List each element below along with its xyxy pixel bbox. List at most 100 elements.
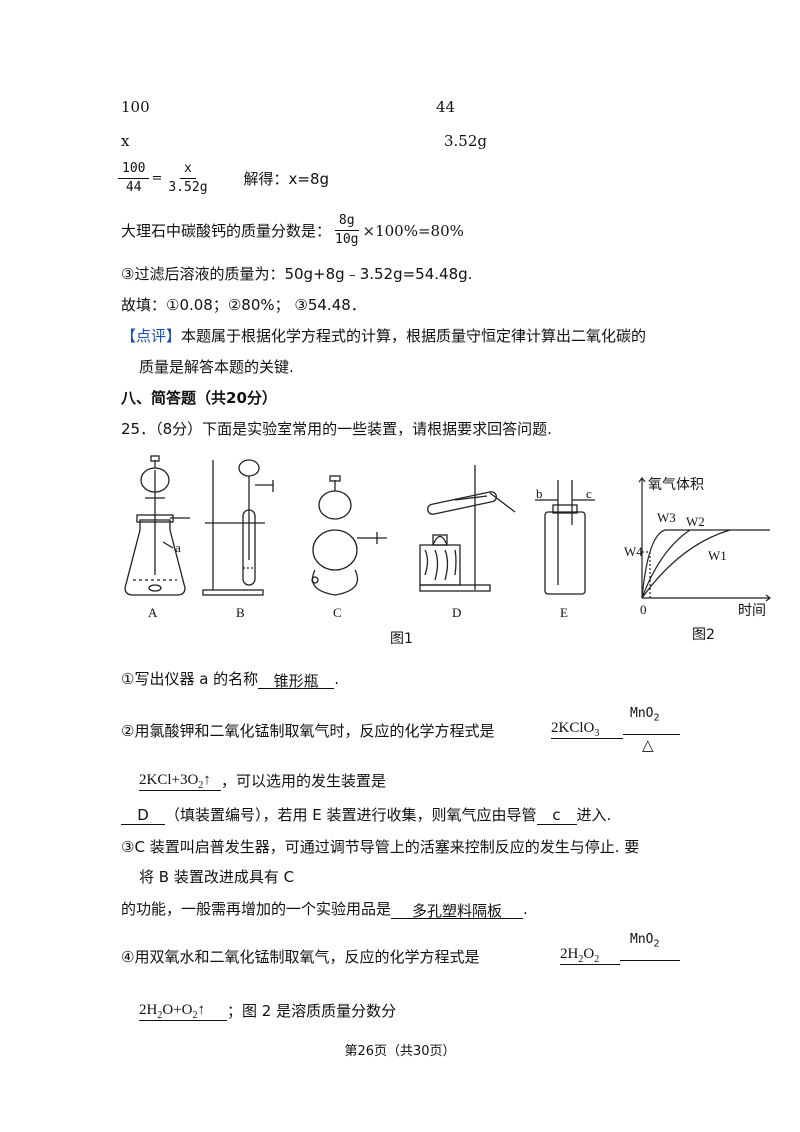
frac1-numerator: 100 <box>118 160 150 179</box>
fraction-8g-10g: 8g 10g <box>331 212 362 249</box>
part1-answer: 锥形瓶 <box>258 670 335 690</box>
part4-eq-right-blank: 2H2O+O2↑ <box>139 1002 227 1021</box>
part3-end: . <box>523 900 528 918</box>
part2-device-note: （填装置编号），若用 E 装置进行收集，则氧气应由导管 <box>165 806 537 824</box>
part4-eq-right-text: 2H <box>139 1002 158 1018</box>
part4-reaction-arrow-line <box>620 960 680 961</box>
part4-catalyst-sub: 2 <box>653 938 660 950</box>
part2-catalyst-sub: 2 <box>653 712 660 724</box>
answers-line: 故填：①0.08；②80%； ③54.48． <box>121 296 366 314</box>
part3-prefix: 的功能，一般需再增加的一个实验用品是 <box>121 900 392 918</box>
review-line1: 本题属于根据化学方程式的计算，根据质量守恒定律计算出二氧化碳的 <box>181 327 647 345</box>
part3-answer: 多孔塑料隔板 <box>391 900 524 920</box>
apparatus-a-drawing <box>124 455 190 596</box>
part4-line1: ④用双氧水和二氧化锰制取氧气，反应的化学方程式是 <box>121 946 479 967</box>
section-title: 八、简答题（共20分） <box>121 389 277 407</box>
review-tag: 【点评】 <box>121 327 182 345</box>
part2-after: ，可以选用的发生装置是 <box>221 772 387 790</box>
part2-catalyst: MnO2 <box>630 706 660 724</box>
part1-prefix: ①写出仪器 a 的名称 <box>121 670 259 688</box>
graph-y-arrow <box>638 477 646 483</box>
part2-end: 进入. <box>576 806 612 824</box>
part4-after: ；图 2 是溶质质量分数分 <box>227 1002 397 1020</box>
proportion-equation: 100 44 = x 3.52g 解得：x=8g <box>118 160 329 197</box>
question-25-stem: 25．（8分）下面是实验室常用的一些装置，请根据要求回答问题. <box>121 420 552 438</box>
filtered-solution-line: ③过滤后溶液的质量为：50g+8g﹣3.52g=54.48g. <box>121 265 473 283</box>
apparatus-b-drawing <box>202 459 274 596</box>
part2-reaction-arrow-line <box>623 734 680 735</box>
part1-line: ①写出仪器 a 的名称锥形瓶. <box>121 668 339 690</box>
calc-row2-right: 3.52g <box>444 132 488 150</box>
label-apparatus-e: E <box>560 605 568 620</box>
label-curve-w4: W4 <box>624 544 643 559</box>
label-curve-w1: W1 <box>708 548 727 563</box>
part4-eq-left-text: 2H <box>560 946 579 962</box>
mass-fraction-line: 大理石中碳酸钙的质量分数是： 8g 10g ×100%=80% <box>121 212 464 249</box>
part2-device-answer: D <box>121 806 165 825</box>
label-apparatus-c: C <box>333 605 342 620</box>
label-tube-c: c <box>586 486 592 501</box>
mf-numerator: 8g <box>334 212 359 231</box>
apparatus-c-drawing <box>311 475 387 596</box>
review-line2: 质量是解答本题的关键. <box>139 358 294 376</box>
frac2-numerator: x <box>180 160 196 179</box>
label-curve-w2: W2 <box>686 514 705 529</box>
part2-equation-left: 2KClO3 <box>551 720 623 739</box>
label-curve-w3: W3 <box>657 510 676 525</box>
frac1-denominator: 44 <box>125 180 142 195</box>
curve-w2 <box>641 529 691 599</box>
equals-sign: = <box>151 171 163 186</box>
part2-arrow: ↑ <box>203 772 211 788</box>
part2-eq-right-text: 2KCl+3O <box>139 772 199 788</box>
part2-eq-left-text: 2KClO <box>551 720 595 736</box>
part3-line1: ③C 装置叫启普发生器，可通过调节导管上的活塞来控制反应的发生与停止. 要 <box>121 838 640 856</box>
figure1-caption: 图1 <box>390 631 413 647</box>
part2-eq-right-sub: 2 <box>198 780 204 791</box>
label-apparatus-d: D <box>452 605 462 620</box>
part2-tube-answer: c <box>536 806 577 825</box>
part4-eq-left-sub1: 2 <box>578 954 584 965</box>
figure2-caption: 图2 <box>692 627 715 643</box>
graph-x-label: 时间 <box>738 603 766 619</box>
fraction-100-44: 100 44 <box>118 160 150 197</box>
part2-prefix: ②用氯酸钾和二氧化锰制取氧气时，反应的化学方程式是 <box>121 722 495 740</box>
graph-x-arrow <box>765 594 771 602</box>
part3-line2: 将 B 装置改进成具有 C <box>139 868 295 886</box>
mf-denominator: 10g <box>335 232 359 247</box>
apparatus-e-drawing <box>535 480 595 595</box>
part2-heat: △ <box>642 736 654 754</box>
part3-line3: 的功能，一般需再增加的一个实验用品是多孔塑料隔板. <box>121 898 528 920</box>
part4-equation-left: 2H2O2 <box>560 946 620 965</box>
page-footer: 第26页（共30页） <box>344 1044 456 1059</box>
part4-prefix: ④用双氧水和二氧化锰制取氧气，反应的化学方程式是 <box>121 948 480 966</box>
part2-eq-right-blank: 2KCl+3O2↑ <box>139 772 221 791</box>
mass-fraction-suffix: ×100%=80% <box>362 221 464 240</box>
curve-w3 <box>641 529 770 599</box>
part4-arrow: ↑ <box>197 1002 205 1018</box>
part4-eq-right-mid: O+O <box>162 1002 193 1018</box>
graph-y-label: 氧气体积 <box>648 477 704 493</box>
part4-catalyst: MnO2 <box>630 932 660 950</box>
label-apparatus-b: B <box>236 605 245 620</box>
label-tube-b: b <box>536 486 543 501</box>
label-apparatus-a: A <box>148 605 158 620</box>
review-paragraph: 【点评】本题属于根据化学方程式的计算，根据质量守恒定律计算出二氧化碳的 <box>121 325 646 346</box>
part2-line2: 2KCl+3O2↑，可以选用的发生装置是 <box>139 770 386 791</box>
part4-eq-left-blank: 2H2O2 <box>560 946 620 965</box>
part4-eq-left-mid: O <box>583 946 595 962</box>
curve-w1 <box>641 529 731 599</box>
part4-eq-left-sub2: 2 <box>594 954 600 965</box>
part2-eq-left-sub: 3 <box>594 728 600 739</box>
figure2-oxygen-graph <box>638 477 771 602</box>
part2-catalyst-text: MnO <box>630 706 654 721</box>
apparatus-d-drawing <box>419 465 516 592</box>
label-instrument-a: a <box>175 540 181 555</box>
graph-origin: 0 <box>640 602 647 617</box>
part4-catalyst-text: MnO <box>630 932 654 947</box>
solve-result: 解得：x=8g <box>243 170 330 188</box>
part1-suffix: . <box>334 670 339 688</box>
part4-eq-right-sub: 2 <box>157 1010 163 1021</box>
fraction-x-352: x 3.52g <box>164 160 211 197</box>
part2-line1: ②用氯酸钾和二氧化锰制取氧气时，反应的化学方程式是 <box>121 720 494 741</box>
